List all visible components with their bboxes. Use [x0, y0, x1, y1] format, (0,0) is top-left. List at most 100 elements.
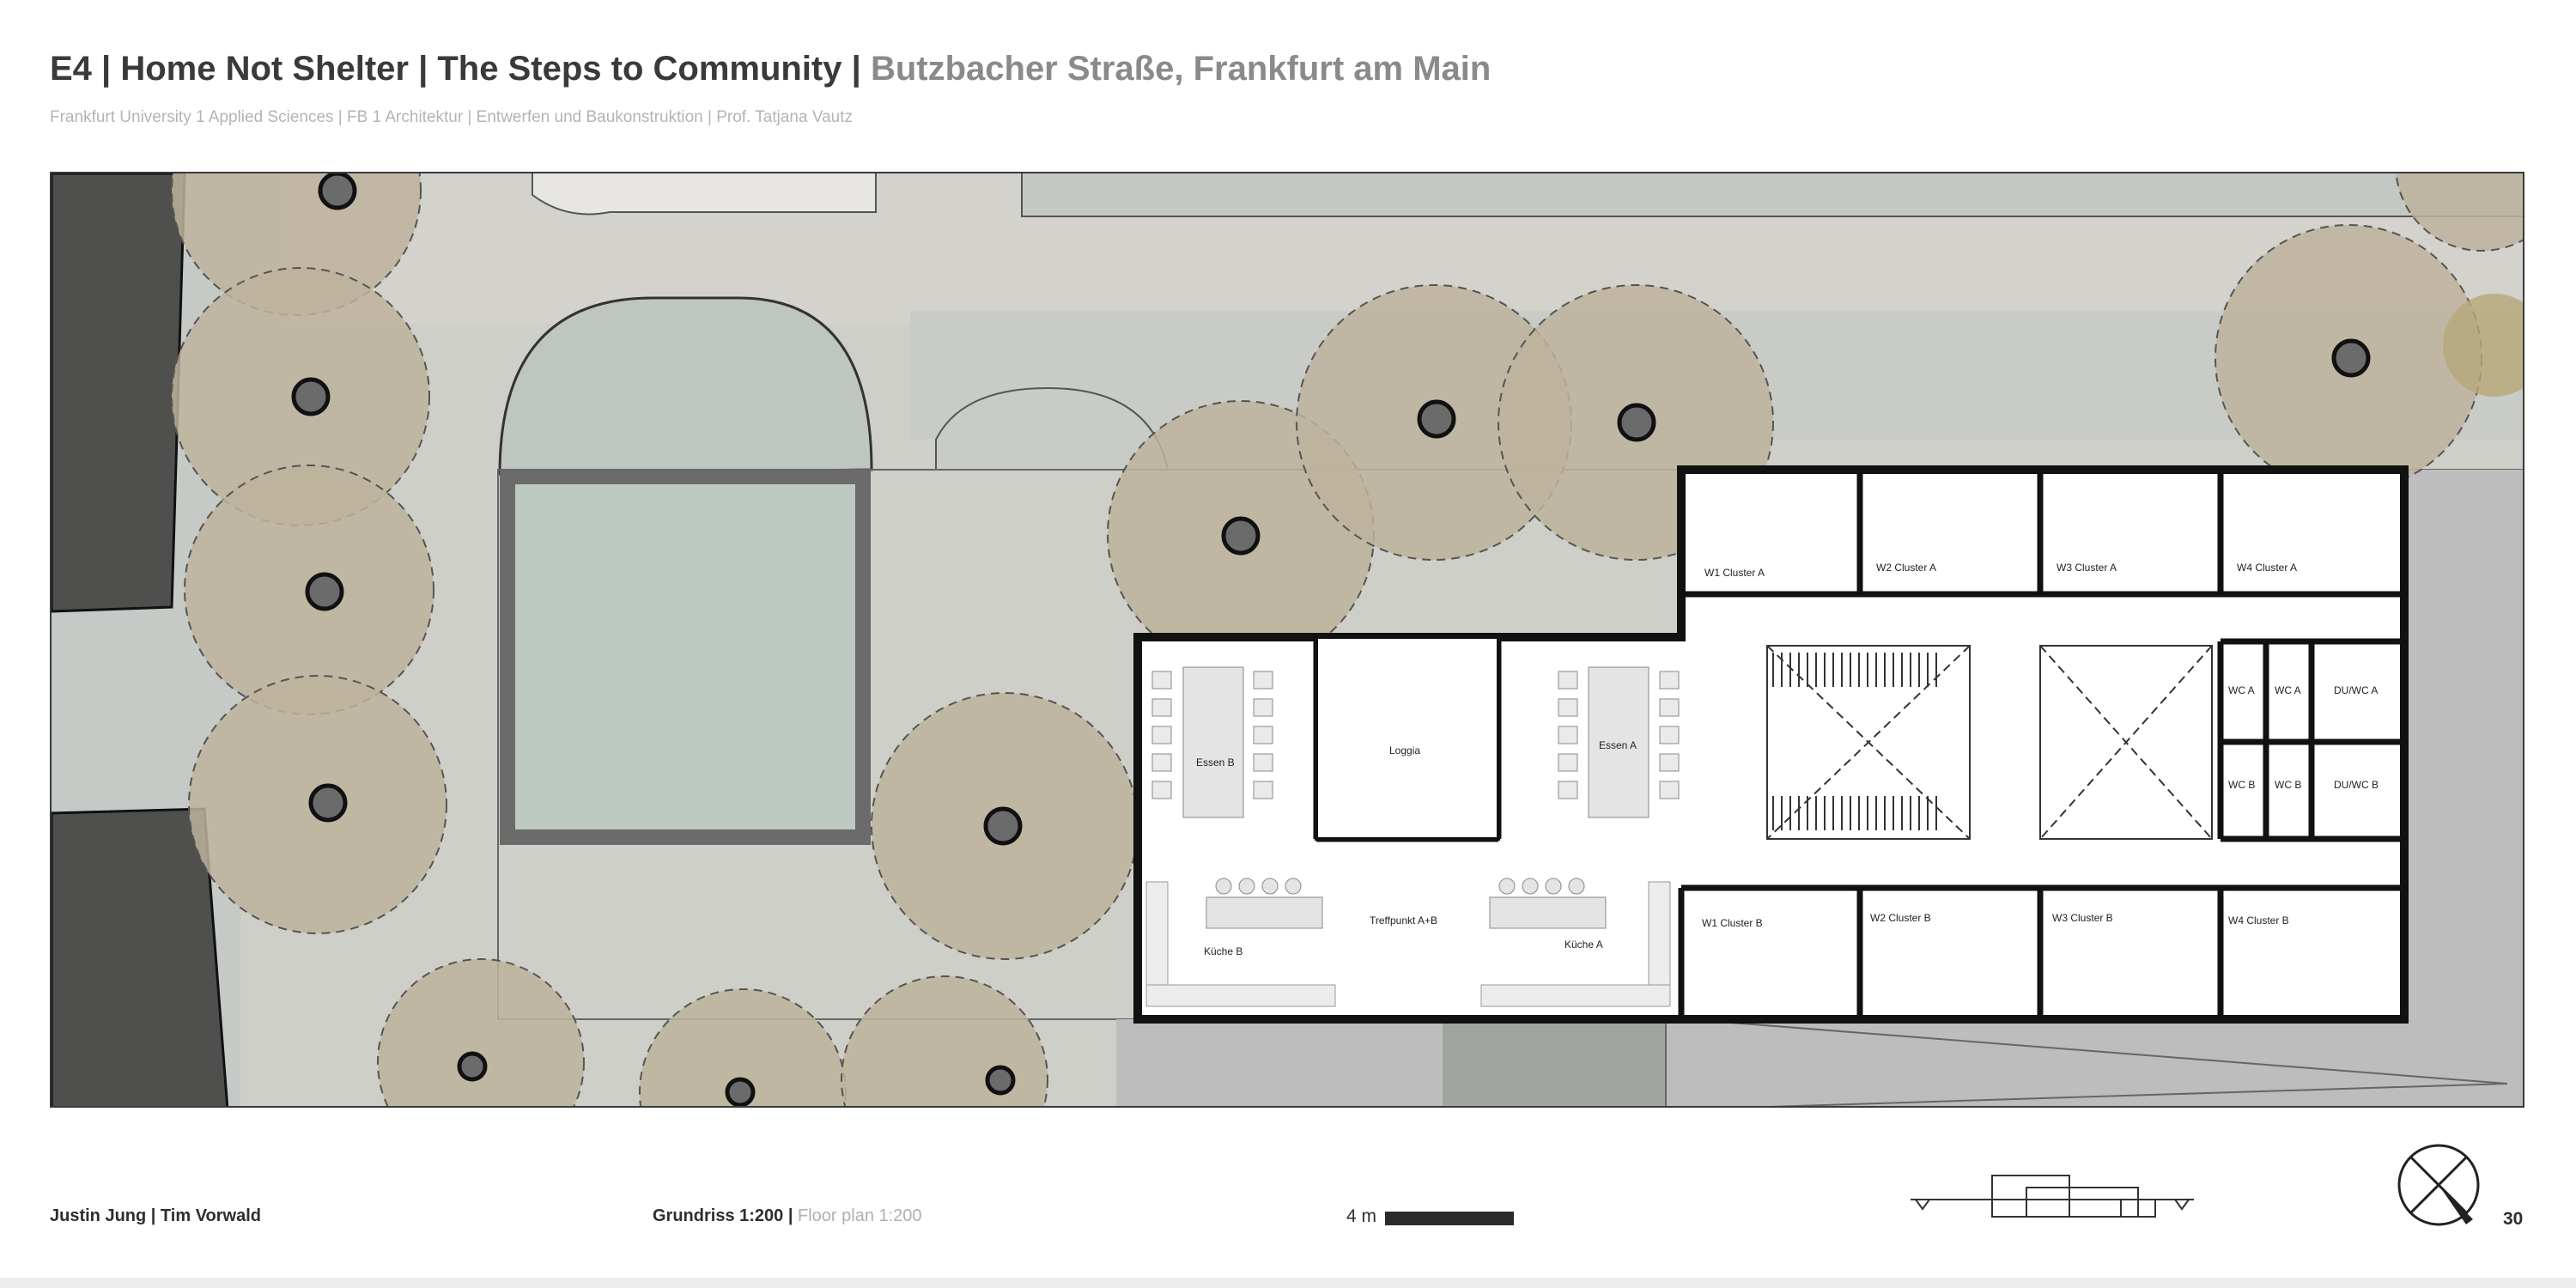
room-label-w4-cluster-b: W4 Cluster B: [2228, 914, 2289, 927]
chair: [1151, 781, 1172, 799]
lift-void: [2039, 645, 2213, 840]
stool: [1522, 878, 1539, 895]
shrub: [2443, 294, 2523, 397]
chair: [1253, 781, 1273, 799]
north-arrow-icon: [2397, 1144, 2480, 1226]
room-label-w2-cluster-b: W2 Cluster B: [1870, 912, 1931, 924]
stool: [1238, 878, 1255, 895]
stool: [1568, 878, 1585, 895]
room-label-wc-a-2: WC A: [2275, 684, 2301, 696]
counter-kueche-a: [1489, 896, 1607, 929]
paving-outline: [532, 173, 877, 216]
authors: Justin Jung | Tim Vorwald: [50, 1206, 261, 1225]
room-label-w1-cluster-b: W1 Cluster B: [1702, 917, 1763, 929]
chair: [1151, 671, 1172, 690]
scale-bar: [1385, 1212, 1514, 1225]
tree-trunk: [1221, 516, 1261, 556]
stool: [1215, 878, 1232, 895]
east-paving: [2404, 470, 2523, 1019]
page-subtitle: Frankfurt University 1 Applied Sciences …: [50, 108, 854, 126]
room-label-w1-cluster-a: W1 Cluster A: [1704, 567, 1765, 579]
floor-plan: W1 Cluster A W2 Cluster A W3 Cluster A W…: [50, 172, 2524, 1108]
tree-trunk: [305, 572, 344, 611]
stairwells: [1766, 645, 2213, 840]
stair-steps: [1772, 653, 1937, 830]
room-label-du-wc-a: DU/WC A: [2334, 684, 2378, 696]
stool: [1545, 878, 1562, 895]
plan-scale-en: Floor plan 1:200: [798, 1206, 922, 1225]
stool: [1285, 878, 1302, 895]
chair: [1558, 671, 1578, 690]
tree-trunk: [457, 1051, 488, 1082]
plan-scale-de: Grundriss 1:200 |: [653, 1206, 793, 1225]
chair: [1558, 726, 1578, 744]
stair-treads: [1772, 653, 1937, 687]
tree-trunks: [291, 173, 2371, 1106]
neighbour-building-top: [52, 173, 186, 613]
room-label-du-wc-b: DU/WC B: [2334, 779, 2379, 791]
neighbour-building-bottom: [52, 807, 229, 1106]
paving-line: [1686, 1018, 2508, 1084]
lower-paving: [1116, 1019, 2523, 1106]
bar-stools: [1215, 878, 1585, 895]
scale-bar-label: 4 m: [1346, 1206, 1377, 1226]
paving-line-2: [1769, 1083, 2508, 1106]
chair: [1253, 726, 1273, 744]
bench-outline: [935, 386, 1169, 471]
chair: [1558, 753, 1578, 772]
stool: [1261, 878, 1279, 895]
room-label-essen-b: Essen B: [1196, 756, 1235, 769]
table-essen-b: [1182, 666, 1244, 818]
tree-trunk: [291, 377, 331, 416]
tree-canopy: [2395, 173, 2523, 252]
page-number: 30: [2503, 1209, 2524, 1229]
stairwell-a: [1766, 645, 1971, 840]
garden-lawn: [498, 296, 873, 476]
chair: [1659, 753, 1680, 772]
chair: [1253, 698, 1273, 717]
room-label-w3-cluster-b: W3 Cluster B: [2052, 912, 2113, 924]
tree-canopy: [377, 958, 585, 1106]
paving-outline-top: [1021, 173, 2523, 217]
tree-trunk: [983, 806, 1023, 846]
chair: [1659, 698, 1680, 717]
room-label-kueche-a: Küche A: [1564, 939, 1603, 951]
tree-trunk: [1417, 399, 1456, 439]
counter-kueche-b: [1206, 896, 1323, 929]
building-outline: [1133, 465, 2409, 1024]
chairs: [1151, 671, 1680, 799]
room-label-wc-b-2: WC B: [2275, 779, 2301, 791]
room-label-w3-cluster-a: W3 Cluster A: [2057, 562, 2117, 574]
title-main: E4 | Home Not Shelter | The Steps to Com…: [50, 50, 861, 88]
tree-trunk: [985, 1065, 1016, 1096]
bottom-strip: [0, 1278, 2576, 1288]
lower-paving-dark: [1443, 1019, 1666, 1106]
plan-scale-label: Grundriss 1:200 | Floor plan 1:200: [653, 1206, 922, 1226]
floor-plan-drawing: W1 Cluster A W2 Cluster A W3 Cluster A W…: [52, 173, 2523, 1106]
room-label-wc-b-1: WC B: [2228, 779, 2255, 791]
chair: [1558, 781, 1578, 799]
room-label-loggia: Loggia: [1389, 744, 1420, 756]
page-title: E4 | Home Not Shelter | The Steps to Com…: [50, 50, 1491, 88]
chair: [1253, 671, 1273, 690]
tree-trunk: [725, 1077, 756, 1106]
title-location: Butzbacher Straße, Frankfurt am Main: [870, 50, 1492, 88]
stair-treads: [1772, 796, 1937, 830]
chair: [1659, 781, 1680, 799]
room-label-essen-a: Essen A: [1599, 739, 1637, 751]
chair: [1151, 753, 1172, 772]
tree-trunk: [318, 173, 357, 210]
stairwell-b: [2039, 645, 2213, 840]
room-label-kueche-b: Küche B: [1204, 945, 1242, 957]
pool: [515, 484, 855, 829]
kitchen-unit-b-long: [1145, 984, 1336, 1007]
chair: [1151, 698, 1172, 717]
chair: [1253, 753, 1273, 772]
site-section-icon: [1911, 1175, 2194, 1218]
chair: [1558, 698, 1578, 717]
table-essen-a: [1588, 666, 1649, 818]
tree-trunk: [2331, 338, 2371, 378]
chair: [1659, 671, 1680, 690]
room-label-wc-a-1: WC A: [2228, 684, 2255, 696]
stool: [1498, 878, 1516, 895]
